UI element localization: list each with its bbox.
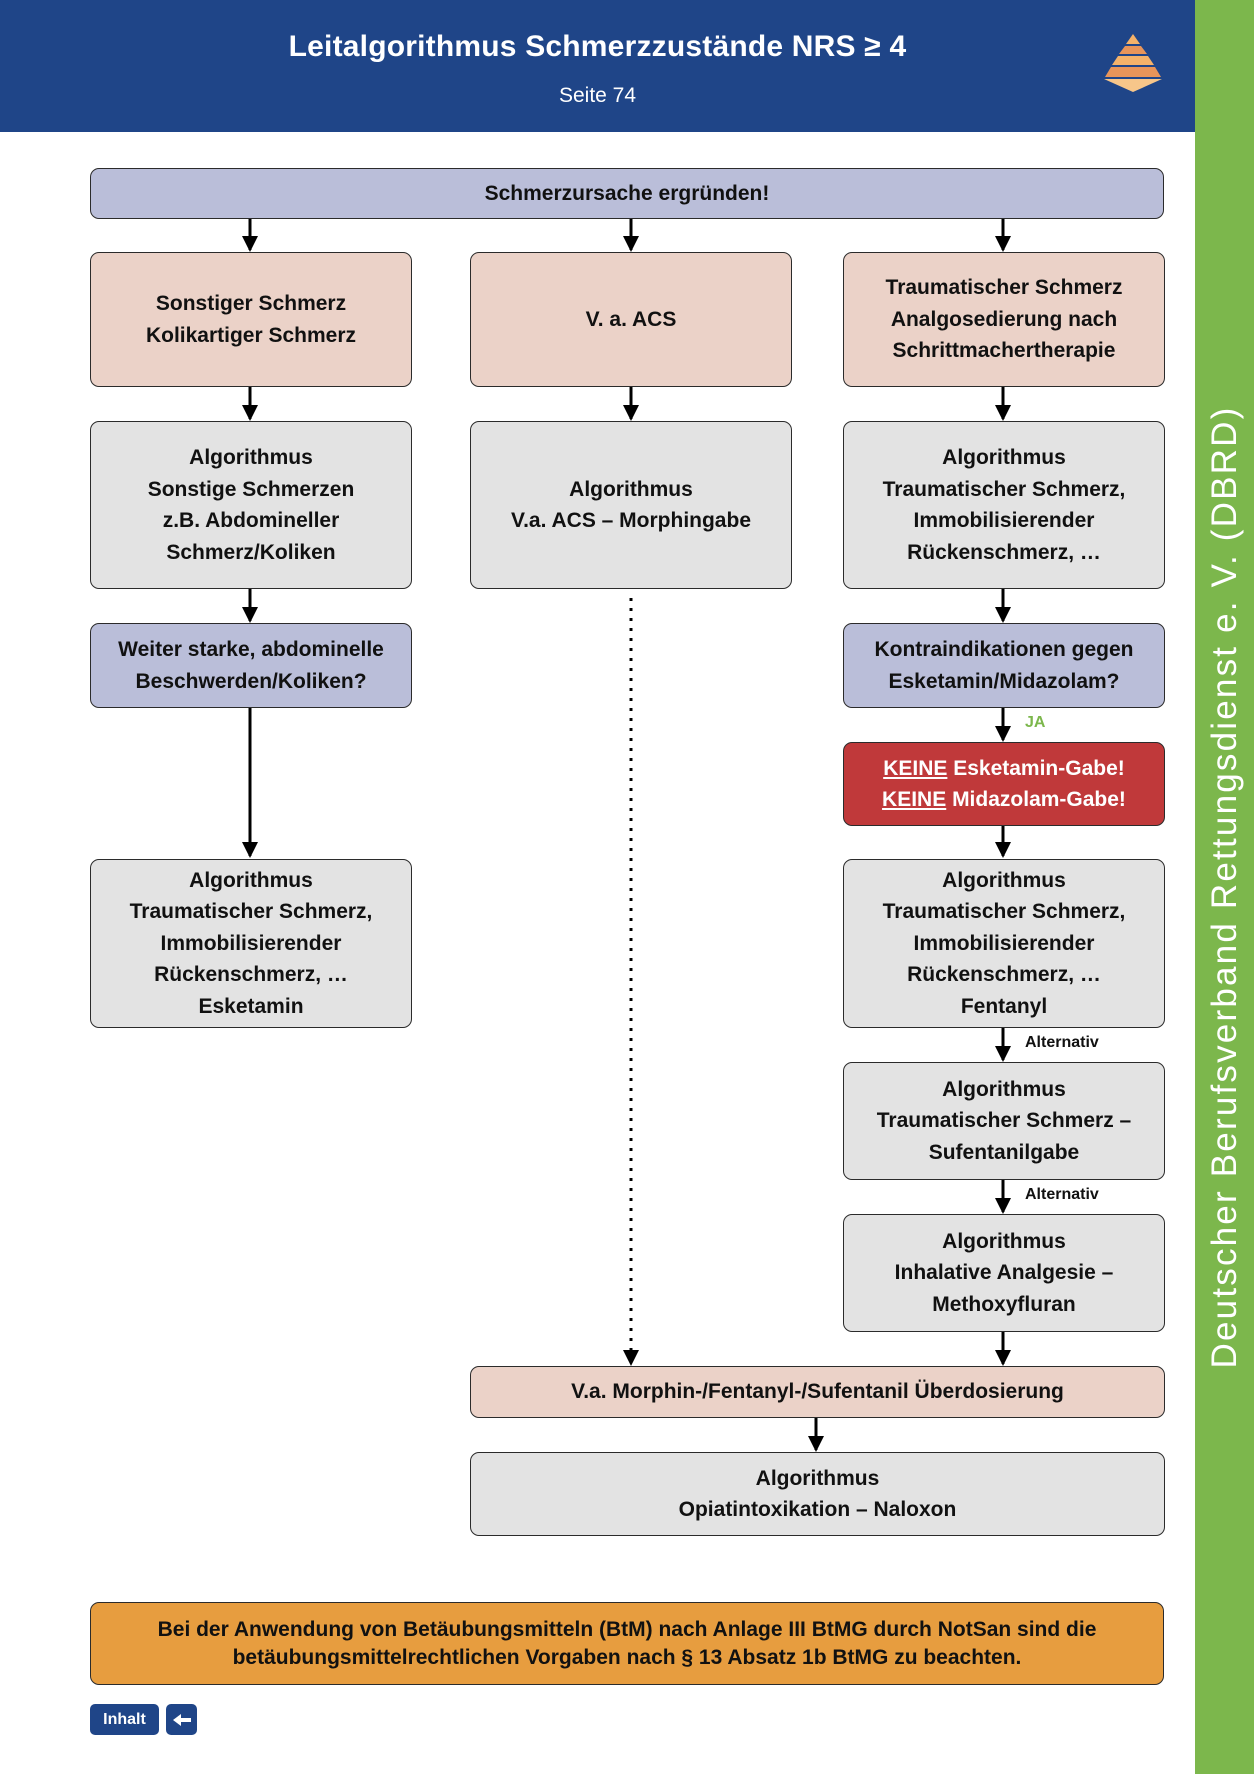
algorithm-other-pain[interactable]: Algorithmus Sonstige Schmerzen z.B. Abdo… <box>90 421 412 589</box>
cause-line: Traumatischer Schmerz <box>885 276 1123 300</box>
question-line: Beschwerden/Koliken? <box>135 669 367 693</box>
alternative-label-2: Alternativ <box>1025 1186 1099 1203</box>
algorithm-line: Inhalative Analgesie – <box>894 1261 1114 1285</box>
page-number: Seite 74 <box>558 84 637 107</box>
algorithm-line: Traumatischer Schmerz – <box>876 1109 1132 1133</box>
algorithm-line: Algorithmus <box>755 1466 880 1490</box>
algorithm-line: Esketamin <box>198 994 304 1018</box>
warning-line-1: KEINE Esketamin-Gabe! <box>882 753 1126 785</box>
question-line: Kontraindikationen gegen <box>874 638 1134 661</box>
algorithm-line: Algorithmus <box>942 446 1066 469</box>
notice-line: betäubungsmittelrechtlichen Vorgaben nac… <box>232 1645 1022 1669</box>
algorithm-line: Algorithmus <box>942 868 1066 892</box>
contents-button[interactable]: Inhalt <box>90 1704 159 1735</box>
btm-legal-notice: Bei der Anwendung von Betäubungsmitteln … <box>90 1602 1164 1685</box>
question-abdominal: Weiter starke, abdominelle Beschwerden/K… <box>90 623 412 708</box>
back-button[interactable] <box>166 1704 197 1735</box>
notice-line: Bei der Anwendung von Betäubungsmitteln … <box>157 1617 1097 1641</box>
contents-button-label: Inhalt <box>103 1710 146 1728</box>
cause-line: Sonstiger Schmerz <box>155 292 347 315</box>
start-node: Schmerzursache ergründen! <box>90 168 1164 219</box>
algorithm-line: Traumatischer Schmerz, <box>882 477 1126 501</box>
algorithm-fentanyl[interactable]: Algorithmus Traumatischer Schmerz, Immob… <box>843 859 1165 1028</box>
page-header: Leitalgorithmus Schmerzzustände NRS ≥ 4 … <box>0 0 1195 132</box>
algorithm-line: z.B. Abdomineller <box>162 509 340 532</box>
algorithm-line: Schmerz/Koliken <box>166 540 336 564</box>
question-line: Weiter starke, abdominelle <box>118 638 384 661</box>
algorithm-line: Algorithmus <box>569 477 693 501</box>
algorithm-line: Sufentanilgabe <box>928 1140 1080 1164</box>
algorithm-line: V.a. ACS – Morphingabe <box>511 509 751 532</box>
organization-sidebar: Deutscher Berufsverband Rettungsdienst e… <box>1195 0 1254 1774</box>
cause-acs: V. a. ACS <box>470 252 792 387</box>
warning-no-esketamin-midazolam: KEINE Esketamin-Gabe! KEINE Midazolam-Ga… <box>843 742 1165 826</box>
question-line: Esketamin/Midazolam? <box>888 669 1120 693</box>
algorithm-line: Algorithmus <box>189 446 313 469</box>
algorithm-acs-morphin[interactable]: Algorithmus V.a. ACS – Morphingabe <box>470 421 792 589</box>
alternative-label-1: Alternativ <box>1025 1034 1099 1051</box>
algorithm-line: Sonstige Schmerzen <box>147 477 355 501</box>
overdose-node: V.a. Morphin-/Fentanyl-/Sufentanil Überd… <box>470 1366 1165 1418</box>
cause-line: Analgosedierung nach <box>890 307 1118 331</box>
algorithm-esketamin[interactable]: Algorithmus Traumatischer Schmerz, Immob… <box>90 859 412 1028</box>
algorithm-line: Algorithmus <box>189 868 313 892</box>
overdose-label: V.a. Morphin-/Fentanyl-/Sufentanil Überd… <box>571 1380 1064 1404</box>
warning-text: Midazolam-Gabe! <box>946 788 1126 811</box>
algorithm-traumatic-pain[interactable]: Algorithmus Traumatischer Schmerz, Immob… <box>843 421 1165 589</box>
warning-line-2: KEINE Midazolam-Gabe! <box>882 784 1126 816</box>
algorithm-line: Immobilisierender <box>913 509 1095 532</box>
cause-line: Schrittmachertherapie <box>892 339 1116 363</box>
cause-line: Kolikartiger Schmerz <box>145 323 357 347</box>
algorithm-line: Opiatintoxikation – Naloxon <box>678 1498 957 1521</box>
algorithm-line: Immobilisierender <box>913 931 1095 955</box>
algorithm-naloxon[interactable]: Algorithmus Opiatintoxikation – Naloxon <box>470 1452 1165 1536</box>
algorithm-line: Rückenschmerz, … <box>154 963 348 987</box>
page-title: Leitalgorithmus Schmerzzustände NRS ≥ 4 <box>288 30 907 63</box>
algorithm-line: Immobilisierender <box>160 931 342 955</box>
pyramid-logo-icon <box>1104 34 1162 92</box>
start-node-label: Schmerzursache ergründen! <box>484 181 770 205</box>
warning-keyword: KEINE <box>883 756 948 780</box>
yes-label: JA <box>1025 714 1046 731</box>
algorithm-line: Traumatischer Schmerz, <box>129 900 373 924</box>
algorithm-line: Algorithmus <box>942 1077 1066 1101</box>
algorithm-line: Methoxyfluran <box>932 1292 1076 1316</box>
cause-other-pain: Sonstiger Schmerz Kolikartiger Schmerz <box>90 252 412 387</box>
back-arrow-icon <box>172 1713 191 1726</box>
algorithm-line: Rückenschmerz, … <box>907 963 1101 987</box>
organization-name: Deutscher Berufsverband Rettungsdienst e… <box>1204 405 1244 1369</box>
algorithm-sufentanil[interactable]: Algorithmus Traumatischer Schmerz – Sufe… <box>843 1062 1165 1180</box>
algorithm-line: Rückenschmerz, … <box>907 540 1101 564</box>
algorithm-line: Fentanyl <box>960 994 1048 1018</box>
algorithm-line: Traumatischer Schmerz, <box>882 900 1126 924</box>
warning-text: Esketamin-Gabe! <box>947 756 1125 780</box>
cause-line: V. a. ACS <box>585 307 677 331</box>
algorithm-methoxyfluran[interactable]: Algorithmus Inhalative Analgesie – Metho… <box>843 1214 1165 1332</box>
warning-keyword: KEINE <box>882 788 947 811</box>
question-contraindications: Kontraindikationen gegen Esketamin/Midaz… <box>843 623 1165 708</box>
cause-traumatic-pain: Traumatischer Schmerz Analgosedierung na… <box>843 252 1165 387</box>
algorithm-line: Algorithmus <box>942 1229 1066 1253</box>
